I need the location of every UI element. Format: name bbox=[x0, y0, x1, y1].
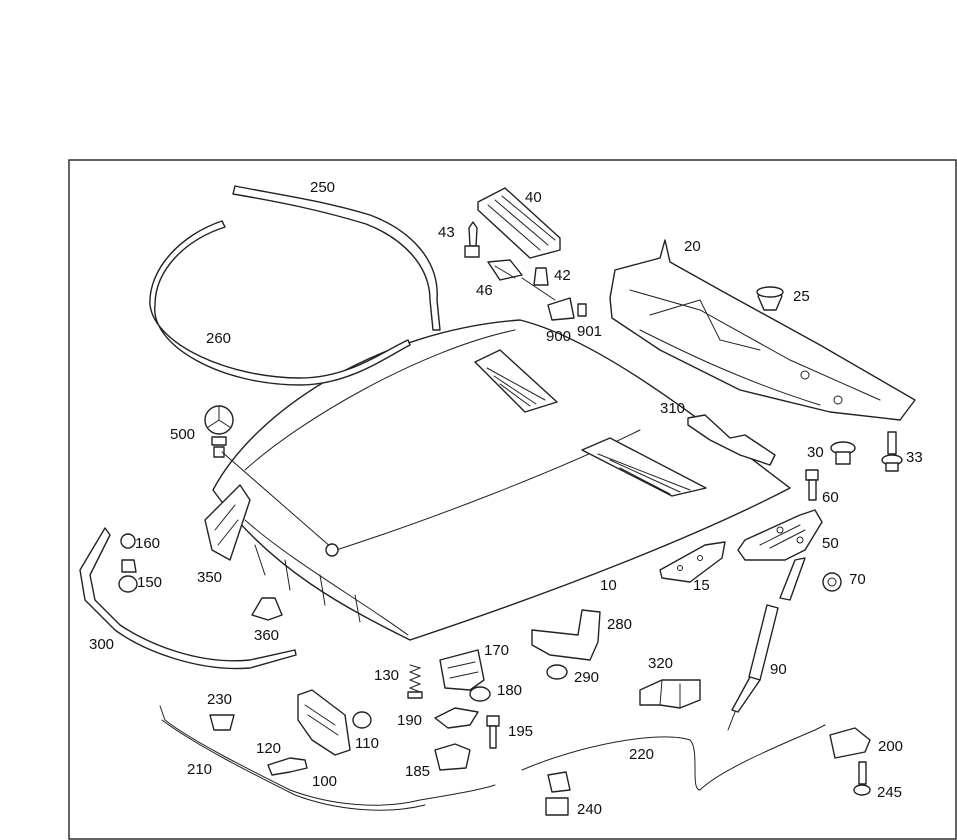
screw-195 bbox=[486, 715, 500, 749]
label-50: 50 bbox=[822, 535, 839, 552]
lock-185 bbox=[434, 743, 471, 771]
label-15: 15 bbox=[693, 577, 710, 594]
spring-130 bbox=[407, 664, 423, 699]
label-160: 160 bbox=[135, 535, 160, 552]
label-150: 150 bbox=[137, 574, 162, 591]
bumper-180 bbox=[469, 686, 491, 702]
label-250: 250 bbox=[310, 179, 335, 196]
hood-release-100 bbox=[297, 689, 351, 756]
label-90: 90 bbox=[770, 661, 787, 678]
label-30: 30 bbox=[807, 444, 824, 461]
label-110: 110 bbox=[355, 735, 379, 752]
label-43: 43 bbox=[438, 224, 455, 241]
clip-150 bbox=[118, 559, 138, 593]
grommet-110 bbox=[352, 711, 372, 729]
hood-air-vent-rear bbox=[581, 437, 707, 497]
bolt-33 bbox=[881, 431, 903, 472]
label-100: 100 bbox=[312, 773, 337, 790]
hood-lock-170 bbox=[439, 649, 485, 691]
cable-210 bbox=[159, 705, 496, 806]
trim-300 bbox=[79, 527, 297, 670]
screw-60 bbox=[805, 469, 819, 501]
label-360: 360 bbox=[254, 627, 279, 644]
clip-160 bbox=[120, 533, 136, 549]
label-130: 130 bbox=[374, 667, 399, 684]
grommet-290 bbox=[546, 664, 568, 680]
label-46: 46 bbox=[476, 282, 493, 299]
bracket-310 bbox=[687, 414, 776, 466]
label-60: 60 bbox=[822, 489, 839, 506]
label-280: 280 bbox=[607, 616, 632, 633]
clip-42 bbox=[521, 267, 556, 301]
label-320: 320 bbox=[648, 655, 673, 672]
clip-46 bbox=[487, 259, 523, 281]
clip-360 bbox=[251, 597, 283, 621]
nozzle-901 bbox=[577, 303, 587, 317]
label-240: 240 bbox=[577, 801, 602, 818]
label-200: 200 bbox=[878, 738, 903, 755]
label-310: 310 bbox=[660, 400, 685, 417]
label-40: 40 bbox=[525, 189, 542, 206]
hood-seal-250 bbox=[232, 185, 441, 331]
label-500: 500 bbox=[170, 426, 195, 443]
label-260: 260 bbox=[206, 330, 231, 347]
label-185: 185 bbox=[405, 763, 430, 780]
label-210: 210 bbox=[187, 761, 212, 778]
cowl-panel-20 bbox=[609, 239, 916, 421]
label-245: 245 bbox=[877, 784, 902, 801]
diagram-frame bbox=[68, 159, 957, 840]
label-290: 290 bbox=[574, 669, 599, 686]
handle-120 bbox=[267, 757, 308, 776]
catch-190 bbox=[434, 707, 479, 729]
hinge-50 bbox=[737, 509, 823, 601]
label-20: 20 bbox=[684, 238, 701, 255]
label-230: 230 bbox=[207, 691, 232, 708]
hood-star-emblem bbox=[204, 405, 339, 557]
label-25: 25 bbox=[793, 288, 810, 305]
clip-230 bbox=[209, 714, 235, 731]
label-220: 220 bbox=[629, 746, 654, 763]
label-901: 901 bbox=[577, 323, 602, 340]
label-195: 195 bbox=[508, 723, 533, 740]
label-120: 120 bbox=[256, 740, 281, 757]
clip-240 bbox=[545, 771, 571, 816]
clip-25 bbox=[756, 286, 784, 311]
bracket-200 bbox=[829, 727, 871, 759]
label-42: 42 bbox=[554, 267, 571, 284]
hood-air-vent-front bbox=[474, 349, 558, 413]
label-350: 350 bbox=[197, 569, 222, 586]
nut-70 bbox=[822, 572, 842, 592]
screw-43 bbox=[464, 221, 480, 258]
cable-220 bbox=[521, 724, 826, 791]
gas-strut-90 bbox=[727, 604, 779, 731]
clip-30 bbox=[830, 441, 856, 465]
label-10: 10 bbox=[600, 577, 617, 594]
hood-seal-260 bbox=[149, 220, 411, 386]
bracket-320 bbox=[639, 679, 701, 709]
label-33: 33 bbox=[906, 449, 923, 466]
screw-245 bbox=[853, 761, 871, 796]
label-900: 900 bbox=[546, 328, 571, 345]
nozzle-900 bbox=[547, 297, 575, 321]
grille-cover-40 bbox=[477, 187, 561, 259]
hood-insulation-350 bbox=[204, 484, 251, 561]
hinge-bracket-15 bbox=[659, 541, 726, 583]
label-300: 300 bbox=[89, 636, 114, 653]
label-170: 170 bbox=[484, 642, 509, 659]
bracket-280 bbox=[531, 609, 601, 661]
label-70: 70 bbox=[849, 571, 866, 588]
label-190: 190 bbox=[397, 712, 422, 729]
label-180: 180 bbox=[497, 682, 522, 699]
